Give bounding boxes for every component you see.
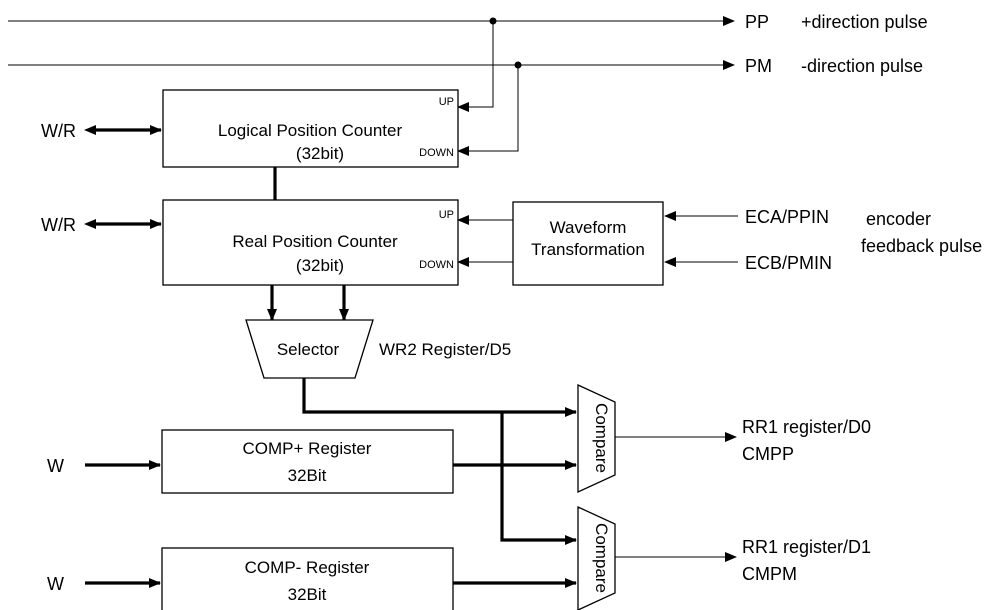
bus-branch-to-compare2 bbox=[500, 412, 577, 545]
real-counter-title: Real Position Counter bbox=[232, 232, 398, 251]
comp-minus-title: COMP- Register bbox=[245, 558, 370, 577]
real-counter-wr-label: W/R bbox=[41, 215, 76, 235]
compare-minus-output-signal: CMPM bbox=[742, 564, 797, 584]
comp-minus-write-label: W bbox=[47, 574, 64, 594]
logical-counter-down-label: DOWN bbox=[419, 147, 454, 159]
selector-label: Selector bbox=[277, 340, 340, 359]
compare-minus-label: Compare bbox=[592, 523, 611, 593]
comp-plus-register-box bbox=[161, 429, 454, 494]
real-counter-down-label: DOWN bbox=[419, 259, 454, 271]
pm-feedback-line bbox=[457, 65, 519, 156]
compare-minus-output-reg: RR1 register/D1 bbox=[742, 537, 871, 557]
pm-output-desc: -direction pulse bbox=[801, 56, 923, 76]
compare-plus-label: Compare bbox=[592, 403, 611, 473]
compare-plus-block bbox=[577, 383, 616, 494]
comp-plus-write-label: W bbox=[47, 456, 64, 476]
logical-counter-title: Logical Position Counter bbox=[218, 121, 403, 140]
selector-register-label: WR2 Register/D5 bbox=[379, 340, 511, 359]
comp-minus-register-box bbox=[161, 547, 454, 610]
ecb-input-label: ECB/PMIN bbox=[745, 253, 832, 273]
waveform-title-line1: Waveform bbox=[550, 218, 627, 237]
selector-mux bbox=[245, 319, 374, 379]
comp-plus-bits: 32Bit bbox=[288, 466, 327, 485]
real-counter-bits: (32bit) bbox=[296, 256, 344, 275]
pp-output-label: PP bbox=[745, 12, 769, 32]
logical-counter-bits: (32bit) bbox=[296, 144, 344, 163]
waveform-title-line2: Transformation bbox=[531, 240, 645, 259]
encoder-note-line1: encoder bbox=[866, 209, 931, 229]
pp-feedback-line bbox=[457, 21, 494, 112]
logical-counter-wr-label: W/R bbox=[41, 121, 76, 141]
pp-output-desc: +direction pulse bbox=[801, 12, 928, 32]
comp-plus-title: COMP+ Register bbox=[243, 439, 372, 458]
compare-minus-block bbox=[577, 505, 616, 610]
waveform-transformation-box bbox=[512, 201, 664, 286]
logical-position-counter-box bbox=[162, 89, 459, 168]
comp-minus-bits: 32Bit bbox=[288, 585, 327, 604]
encoder-note-line2: feedback pulse bbox=[861, 236, 982, 256]
real-counter-up-label: UP bbox=[439, 209, 454, 221]
compare-plus-output-signal: CMPP bbox=[742, 444, 794, 464]
eca-input-label: ECA/PPIN bbox=[745, 207, 829, 227]
selector-output-bus bbox=[302, 378, 577, 417]
real-position-counter-box bbox=[162, 199, 459, 286]
compare-plus-output-reg: RR1 register/D0 bbox=[742, 417, 871, 437]
pm-output-label: PM bbox=[745, 56, 772, 76]
logical-counter-up-label: UP bbox=[439, 96, 454, 108]
